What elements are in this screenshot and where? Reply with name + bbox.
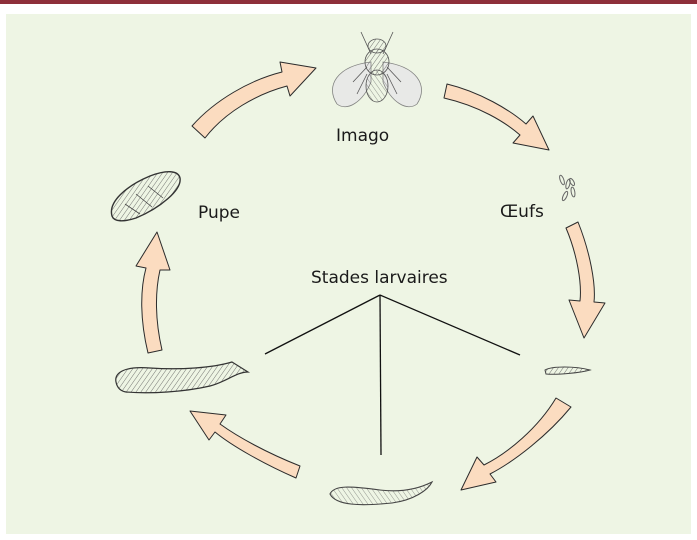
larva-icon [545, 367, 590, 374]
arrow-pupa-to-imago [192, 62, 316, 138]
arrow-imago-to-eggs [444, 84, 549, 150]
larval-stage-lines [265, 295, 520, 455]
pupa-icon [111, 172, 180, 221]
arrow-eggs-to-larva1 [566, 222, 605, 338]
arrow-larva1-to-larva2 [461, 398, 571, 490]
arrow-larva2-to-larva3 [190, 411, 300, 478]
imago-label: Imago [336, 126, 389, 146]
eggs-label: Œufs [500, 202, 544, 222]
larva-icon [330, 482, 432, 505]
eggs-icon [559, 175, 576, 202]
larva-icon [116, 362, 248, 393]
fly-icon [332, 32, 421, 107]
pupa-label: Pupe [198, 203, 240, 223]
arrow-larva3-to-pupa [136, 232, 170, 353]
larval-stages-label: Stades larvaires [311, 268, 448, 288]
